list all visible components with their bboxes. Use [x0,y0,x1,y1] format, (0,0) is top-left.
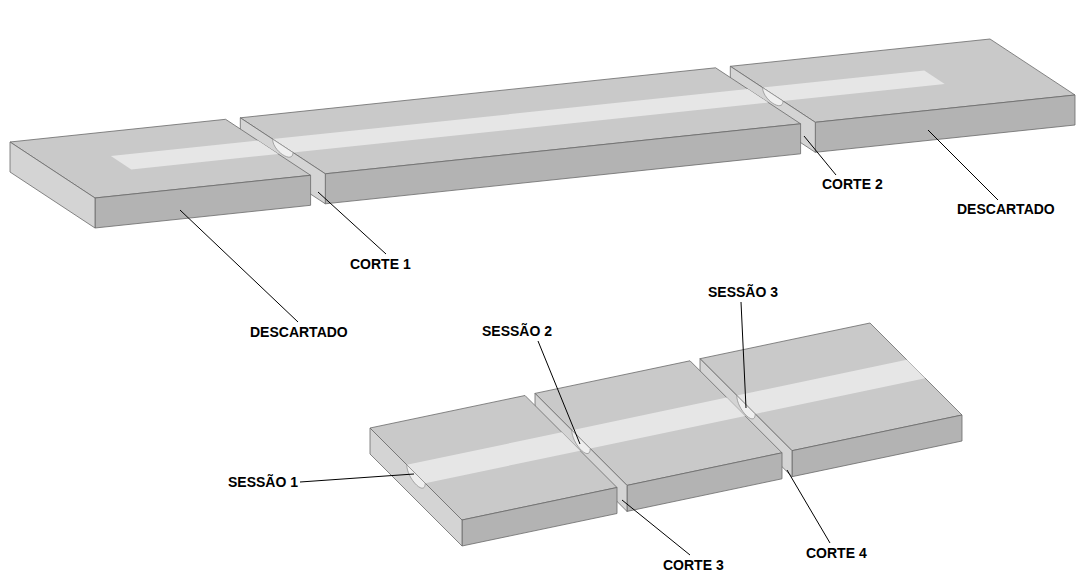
leader-lines [180,130,998,555]
weld-section [407,465,425,488]
part-label: DESCARTADO [957,201,1055,217]
discarded-piece [10,119,311,228]
piece-front-face [95,175,311,228]
part-label: CORTE 4 [806,545,867,561]
piece-end-face [370,428,462,546]
piece-front-face [325,124,800,204]
weld-bead [111,141,278,170]
leader-line [804,136,836,175]
part-label: SESSÃO 2 [482,323,552,339]
weld-bead [763,71,945,101]
part-label: SESSÃO 1 [228,474,298,490]
leader-line [787,470,830,543]
piece-front-face [627,453,782,512]
weld-bead [572,398,745,449]
sample-piece [370,396,617,547]
piece-front-face [792,415,962,477]
leader-line [318,192,386,254]
leader-line [622,500,690,555]
piece-front-face [462,488,617,547]
leader-line [538,341,580,444]
piece-end-face [10,142,95,228]
leader-line [300,474,414,482]
part-label: CORTE 2 [822,176,883,192]
weld-bead [737,360,925,414]
leader-line [180,210,298,322]
part-label: CORTE 3 [663,557,724,573]
piece-front-face [815,95,1075,152]
leader-line [928,130,998,200]
part-label: DESCARTADO [250,324,348,340]
leader-line [741,302,746,408]
kept-piece [240,68,800,204]
part-label: SESSÃO 3 [708,284,778,300]
part-label: CORTE 1 [350,256,411,272]
weld-bead [407,432,580,483]
